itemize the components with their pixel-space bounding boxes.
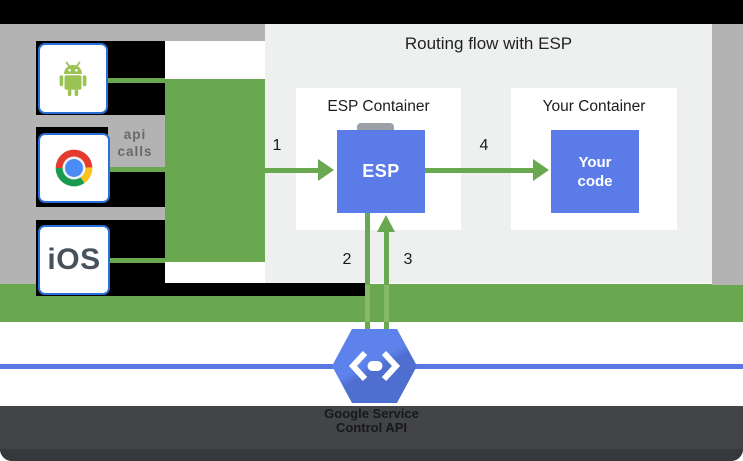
api-calls-line1: api	[123, 127, 147, 142]
android-icon	[59, 61, 87, 96]
android-flow-line	[108, 78, 165, 83]
gray-band-api-calls	[108, 115, 165, 167]
arrow3-head	[377, 215, 395, 232]
arrow4-head	[533, 159, 549, 181]
bottom-dark-band: Google Service Control API	[0, 406, 743, 461]
ios-label: iOS	[47, 243, 101, 276]
arrow3-line-overlay	[384, 285, 389, 322]
your-code-box: Your code	[551, 130, 639, 213]
arrow2-line	[365, 213, 370, 330]
bottom-black-band	[36, 283, 365, 296]
ios-client-box: iOS	[38, 225, 110, 295]
esp-box-gray-tab	[357, 123, 394, 132]
step-2-label: 2	[342, 251, 352, 268]
esp-box-label: ESP	[362, 161, 400, 181]
arrow3-line	[384, 232, 389, 330]
dash-icon	[367, 361, 383, 371]
chrome-icon	[55, 149, 93, 187]
service-label-line1: Google Service	[324, 406, 419, 421]
your-container-label: Your Container	[542, 98, 646, 115]
api-calls-label: api calls	[106, 126, 164, 160]
top-gray-strip	[0, 24, 265, 41]
ios-flow-line	[110, 258, 165, 263]
step-1-label: 1	[272, 137, 282, 154]
gray-band-lower	[0, 207, 165, 220]
service-control-label: Google Service Control API	[0, 407, 743, 434]
your-code-line2: code	[577, 172, 613, 190]
your-code-line1: Your	[578, 153, 612, 171]
api-calls-line2: calls	[117, 144, 153, 159]
service-label-line2: Control API	[335, 419, 407, 435]
android-client-box	[38, 43, 108, 114]
chrome-client-box	[38, 133, 110, 203]
arrow1-head	[318, 159, 334, 181]
client-flow-merge-rect	[165, 79, 265, 262]
chrome-flow-line	[110, 167, 165, 172]
left-angle-bracket-icon	[348, 350, 368, 382]
step-3-label: 3	[403, 251, 413, 268]
right-gray-gutter	[712, 24, 743, 285]
arrow2-line-overlay	[365, 285, 370, 322]
top-black-band	[0, 0, 743, 24]
arrow4-line	[425, 168, 533, 173]
esp-container-label: ESP Container	[327, 98, 430, 115]
left-gray-gutter	[0, 24, 36, 285]
service-control-hexagon-icon	[332, 329, 417, 403]
panel-title: Routing flow with ESP	[404, 34, 573, 53]
esp-box: ESP	[337, 130, 425, 213]
right-angle-bracket-icon	[381, 350, 401, 382]
step-4-label: 4	[479, 137, 489, 154]
bottom-dark-strip	[0, 449, 743, 461]
arrow1-line	[263, 168, 318, 173]
